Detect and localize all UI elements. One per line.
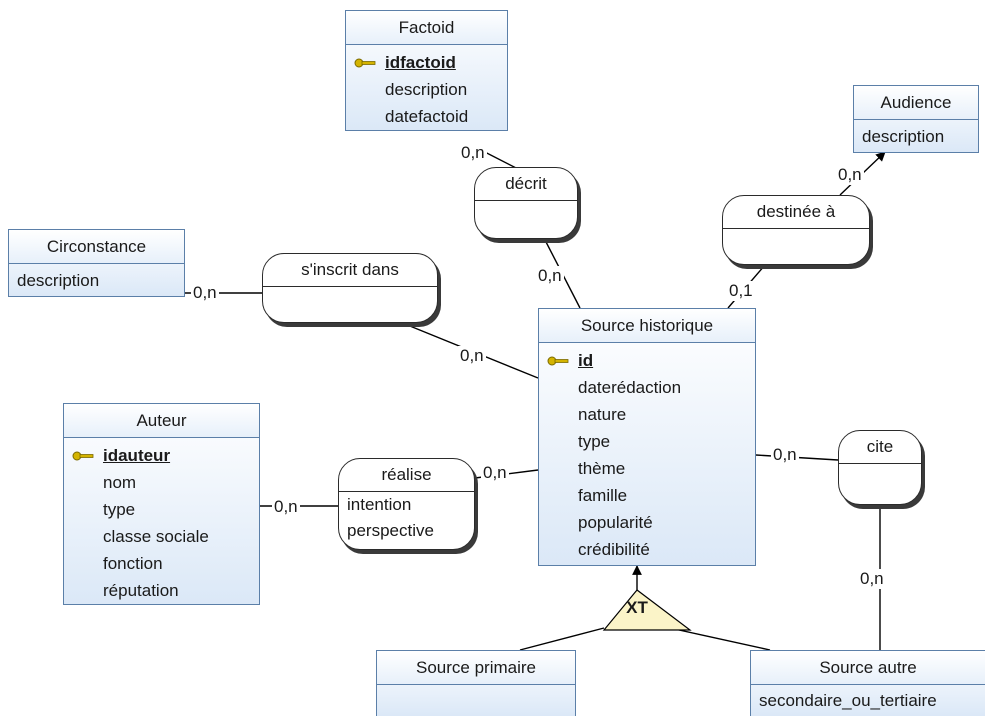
cardinality-sinscrit-circonstance: 0,n — [191, 283, 219, 303]
inheritance-label: XT — [626, 598, 648, 617]
attribute: description — [862, 127, 945, 146]
entity-title: Source historique — [539, 309, 755, 343]
association-attribute: perspective — [347, 521, 434, 540]
association-title: cite — [839, 431, 921, 464]
association-attribute: intention — [347, 495, 412, 514]
entity-title: Source primaire — [377, 651, 575, 685]
entity-title: Factoid — [346, 11, 507, 45]
entity-factoid[interactable]: Factoid idfactoid description datefactoi… — [345, 10, 508, 131]
association-destinee[interactable]: destinée à — [722, 195, 870, 265]
primary-key-attribute: idfactoid — [346, 49, 507, 76]
attribute: famille — [578, 486, 628, 505]
association-realise[interactable]: réalise intention perspective — [338, 458, 475, 550]
cardinality-destinee-source: 0,1 — [727, 281, 755, 301]
attribute: thème — [578, 459, 626, 478]
cardinality-realise-source: 0,n — [481, 463, 509, 483]
attribute: fonction — [103, 554, 163, 573]
entity-source-historique[interactable]: Source historique id daterédaction natur… — [538, 308, 756, 566]
key-icon — [354, 58, 376, 68]
cardinality-decrit-factoid: 0,n — [459, 143, 487, 163]
attribute: type — [578, 432, 611, 451]
entity-circonstance[interactable]: Circonstance description — [8, 229, 185, 297]
primary-key-attribute: id — [539, 347, 755, 374]
attribute: secondaire_ou_tertiaire — [759, 691, 937, 710]
primary-key-attribute: idauteur — [64, 442, 259, 469]
attribute: description — [385, 80, 468, 99]
attribute: crédibilité — [578, 540, 650, 559]
attribute: type — [103, 500, 136, 519]
attribute: description — [17, 271, 100, 290]
cardinality-destinee-audience: 0,n — [836, 165, 864, 185]
association-title: s'inscrit dans — [263, 254, 437, 287]
attribute: réputation — [103, 581, 179, 600]
cardinality-decrit-source: 0,n — [536, 266, 564, 286]
entity-title: Auteur — [64, 404, 259, 438]
entity-title: Source autre — [751, 651, 985, 685]
association-title: destinée à — [723, 196, 869, 229]
entity-title: Circonstance — [9, 230, 184, 264]
cardinality-cite-autre: 0,n — [858, 569, 886, 589]
link-xt-autre — [669, 627, 771, 651]
attribute: nom — [103, 473, 137, 492]
association-cite[interactable]: cite — [838, 430, 922, 505]
entity-auteur[interactable]: Auteur idauteur nom type classe sociale … — [63, 403, 260, 605]
association-title: décrit — [475, 168, 577, 201]
attribute: popularité — [578, 513, 653, 532]
entity-source-autre[interactable]: Source autre secondaire_ou_tertiaire — [750, 650, 985, 716]
inheritance-triangle — [602, 589, 692, 631]
attribute: classe sociale — [103, 527, 209, 546]
entity-title: Audience — [854, 86, 978, 120]
attribute: daterédaction — [578, 378, 682, 397]
attribute: nature — [578, 405, 627, 424]
association-sinscrit[interactable]: s'inscrit dans — [262, 253, 438, 323]
cardinality-realise-auteur: 0,n — [272, 497, 300, 517]
attribute: datefactoid — [385, 107, 469, 126]
cardinality-cite-source: 0,n — [771, 445, 799, 465]
entity-audience[interactable]: Audience description — [853, 85, 979, 153]
cardinality-sinscrit-source: 0,n — [458, 346, 486, 366]
link-xt-primaire — [519, 627, 605, 651]
association-title: réalise — [339, 459, 474, 492]
entity-source-primaire[interactable]: Source primaire — [376, 650, 576, 716]
key-icon — [72, 451, 94, 461]
association-decrit[interactable]: décrit — [474, 167, 578, 239]
key-icon — [547, 356, 569, 366]
